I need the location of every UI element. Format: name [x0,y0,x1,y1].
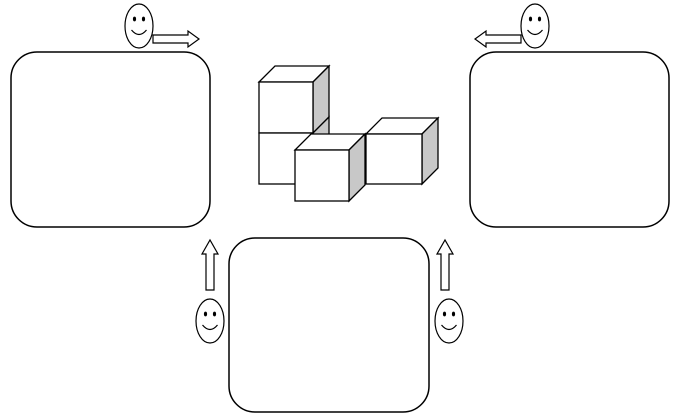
observer-top-left [125,4,199,48]
arrow-up-icon [437,240,453,290]
observer-top-right [475,4,549,48]
smiley-face-icon [435,299,463,343]
cube [259,66,329,133]
cube [295,134,365,201]
bottom-view-panel [229,238,429,412]
left-view-panel [11,52,210,227]
arrow-right-icon [153,31,199,47]
smiley-face-icon [125,4,153,48]
smiley-face-icon [196,299,224,343]
arrow-left-icon [475,31,521,47]
smiley-face-icon [521,4,549,48]
right-view-panel [470,52,669,227]
observer-bottom-right [435,240,463,343]
observer-bottom-left [196,240,224,343]
cube [366,118,438,184]
cube-structure [259,66,438,201]
arrow-up-icon [202,240,218,290]
